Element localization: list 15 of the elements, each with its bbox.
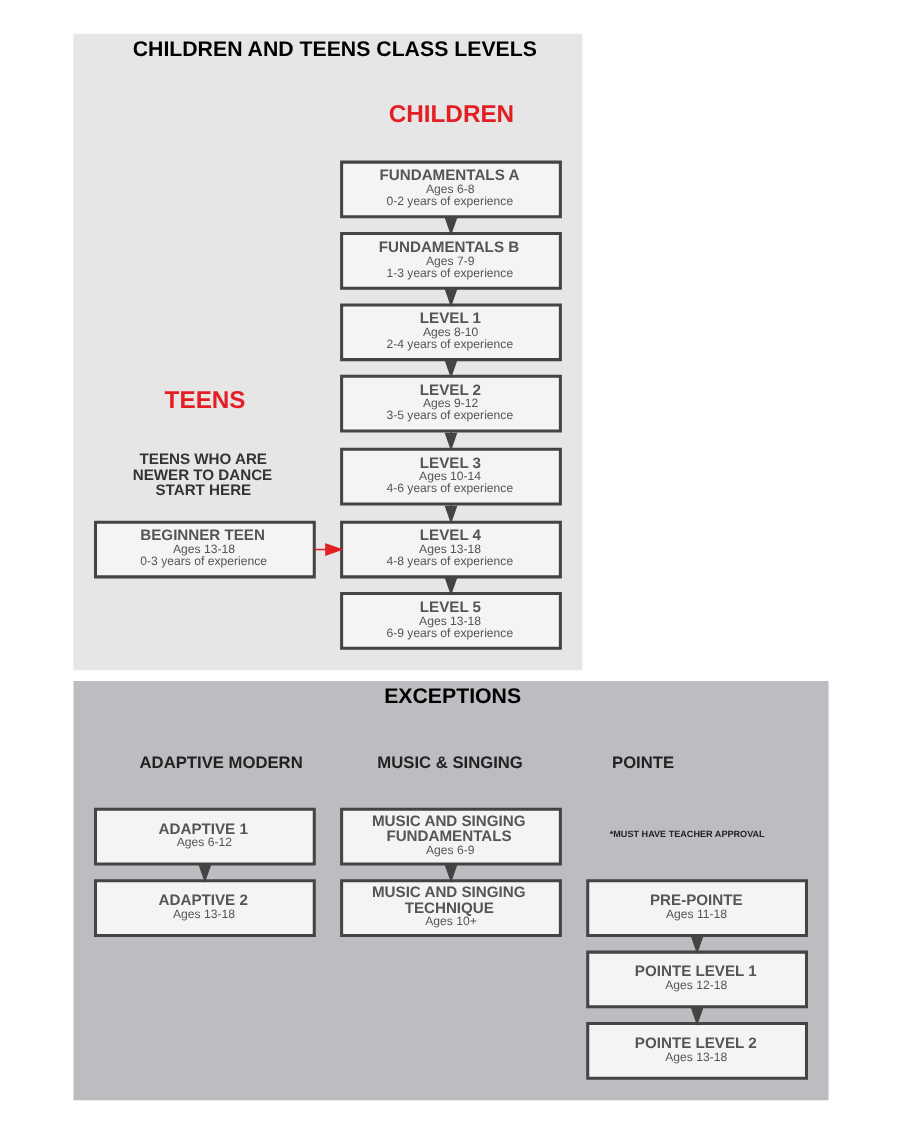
arrow <box>197 864 211 883</box>
label: ADAPTIVE MODERN <box>138 751 302 772</box>
arrow <box>443 288 457 308</box>
arrow <box>689 936 703 955</box>
arrow <box>443 577 457 596</box>
label: TEENS WHO ARE NEWER TO DANCE START HERE <box>131 450 272 499</box>
label: CHILDREN <box>387 100 514 129</box>
label: POINTE <box>611 751 674 772</box>
label: TEENS <box>163 385 245 414</box>
arrow <box>443 503 457 525</box>
arrow <box>443 430 457 452</box>
arrow <box>443 864 457 883</box>
label: MUSIC & SINGING <box>376 751 522 772</box>
arrow <box>443 217 457 236</box>
arrow <box>689 1007 703 1026</box>
